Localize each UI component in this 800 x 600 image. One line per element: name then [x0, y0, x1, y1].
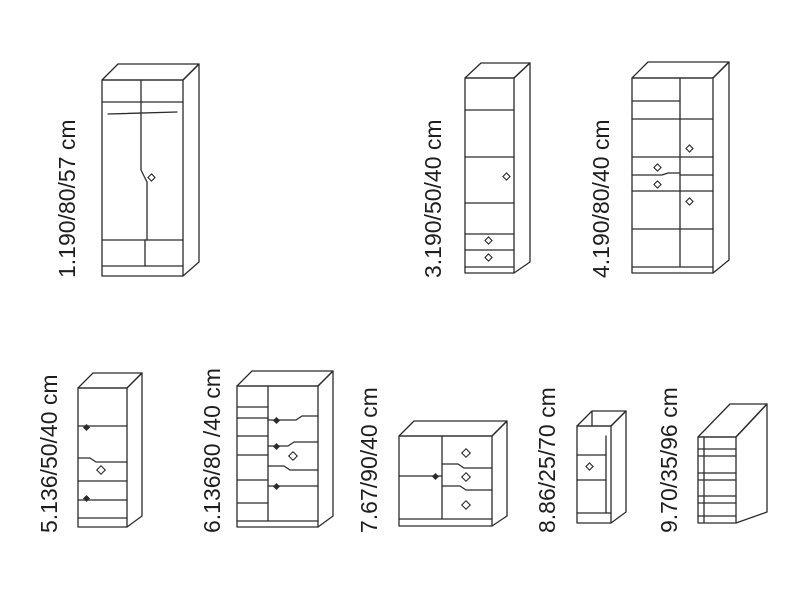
knob	[653, 163, 662, 172]
knob	[431, 472, 440, 481]
item-label-3: 3.190/50/40 cm	[420, 119, 446, 278]
knob	[460, 471, 472, 483]
cabinet-5	[77, 372, 143, 528]
knob	[82, 423, 91, 432]
knob	[272, 442, 281, 451]
cabinet-3	[464, 62, 531, 274]
knob	[95, 464, 107, 476]
item-label-4: 4.190/80/40 cm	[588, 119, 614, 278]
item-label-5: 5.136/50/40 cm	[36, 374, 62, 533]
item-label-6: 6.136/80 /40 cm	[199, 368, 225, 533]
door-knob	[147, 173, 156, 182]
sideboard-7	[398, 420, 508, 527]
knob	[685, 197, 694, 206]
knob	[685, 144, 694, 153]
shelf-unit-6	[236, 370, 334, 528]
knob	[272, 482, 281, 491]
drawer-knob	[484, 236, 493, 245]
knob	[460, 499, 472, 511]
shelf-unit-4	[631, 61, 730, 274]
cabinet-8	[576, 410, 627, 524]
wardrobe-1	[101, 63, 200, 277]
knob	[272, 416, 281, 425]
item-label-1: 1.190/80/57 cm	[54, 119, 80, 278]
knob	[585, 462, 594, 471]
door-knob	[502, 172, 511, 181]
knob	[82, 494, 91, 503]
knob	[460, 447, 472, 459]
corner-shelf-9	[697, 403, 768, 524]
knob	[287, 450, 299, 462]
item-label-8: 8.86/25/70 cm	[534, 387, 560, 533]
knob	[653, 180, 662, 189]
item-label-9: 9.70/35/96 cm	[656, 387, 682, 533]
item-label-7: 7.67/90/40 cm	[356, 387, 382, 533]
drawer-knob	[484, 253, 493, 262]
